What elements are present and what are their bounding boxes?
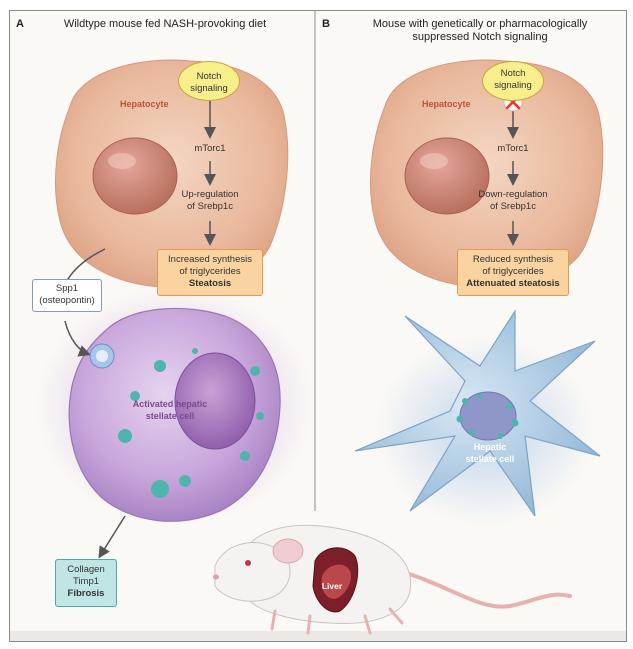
arrow-spp1-stellate [64, 320, 91, 357]
spp1-line1: Spp1 [55, 283, 79, 294]
mouse-tail [398, 569, 572, 609]
hepatocyte-b-label: Hepatocyte [422, 99, 471, 109]
notch-signaling-b: Notch signaling [482, 61, 544, 101]
activated-stellate-line2: stellate cell [145, 411, 195, 421]
synthesis-b-box: Reduced synthesis of triglycerides Atten… [457, 249, 569, 296]
arrow-stellate-fibrosis [98, 515, 126, 559]
fibrosis-line1: Collagen [67, 564, 105, 575]
activated-nucleus [174, 352, 256, 450]
notch-b-line2: signaling [494, 80, 532, 91]
srebp-b-line1: Down-regulation [478, 189, 548, 200]
panel-b-letter: B [322, 18, 330, 30]
quiescent-stellate-line1: Hepatic [473, 442, 507, 452]
fibrosis-line2: Timp1 [72, 576, 100, 587]
synthesis-b-line1: Reduced synthesis [472, 254, 554, 265]
mouse-eye [245, 560, 251, 566]
illustration [10, 11, 626, 641]
synthesis-a-bold: Steatosis [188, 278, 232, 289]
mouse-head [214, 542, 291, 602]
synthesis-a-line1: Increased synthesis [168, 254, 252, 265]
fibrosis-bold: Fibrosis [67, 588, 105, 599]
panel-a-letter: A [16, 18, 24, 30]
synthesis-a-line2: of triglycerides [179, 266, 241, 277]
fibrosis-box: Collagen Timp1 Fibrosis [55, 559, 117, 607]
synthesis-b-line2: of triglycerides [482, 266, 544, 277]
footer-band [10, 631, 626, 641]
mouse-illustration [213, 524, 572, 635]
panel-b-title-line1: Mouse with genetically or pharmacologica… [372, 18, 588, 30]
spp1-line2: (osteopontin) [39, 295, 95, 306]
srebp-a-line2: of Srebp1c [187, 201, 233, 212]
liver-organ [321, 564, 351, 599]
srebp-b-line2: of Srebp1c [490, 201, 536, 212]
quiescent-stellate-line2: stellate cell [465, 454, 515, 464]
quiescent-nucleus [459, 391, 517, 441]
mouse-nose [213, 574, 219, 580]
quiescent-stellate-label: Hepatic stellate cell [450, 441, 530, 465]
panel-a-title: Wildtype mouse fed NASH-provoking diet [63, 18, 267, 30]
notch-signaling-a: Notch signaling [178, 61, 240, 101]
synthesis-a-box: Increased synthesis of triglycerides Ste… [157, 249, 263, 296]
activated-stellate-line1: Activated hepatic [132, 399, 208, 409]
notch-a-line1: Notch [196, 71, 222, 82]
mouse-ear [272, 538, 304, 564]
srebp-b-label: Down-regulation of Srebp1c [463, 189, 563, 213]
activated-stellate-label: Activated hepatic stellate cell [120, 398, 220, 422]
figure-frame: A Wildtype mouse fed NASH-provoking diet… [9, 10, 627, 642]
panel-b-title: Mouse with genetically or pharmacologica… [340, 18, 620, 44]
spp1-box: Spp1 (osteopontin) [32, 279, 102, 312]
srebp-a-label: Up-regulation of Srebp1c [160, 189, 260, 213]
mtorc1-a-label: mTorc1 [194, 143, 226, 154]
mtorc1-b-label: mTorc1 [497, 143, 529, 154]
srebp-a-line1: Up-regulation [181, 189, 239, 200]
liver-label: Liver [321, 581, 343, 591]
notch-a-line2: signaling [190, 83, 228, 94]
synthesis-b-bold: Attenuated steatosis [466, 278, 560, 289]
panel-b-title-line2: suppressed Notch signaling [412, 31, 548, 43]
notch-b-line1: Notch [500, 68, 526, 79]
hepatocyte-a-label: Hepatocyte [120, 99, 169, 109]
